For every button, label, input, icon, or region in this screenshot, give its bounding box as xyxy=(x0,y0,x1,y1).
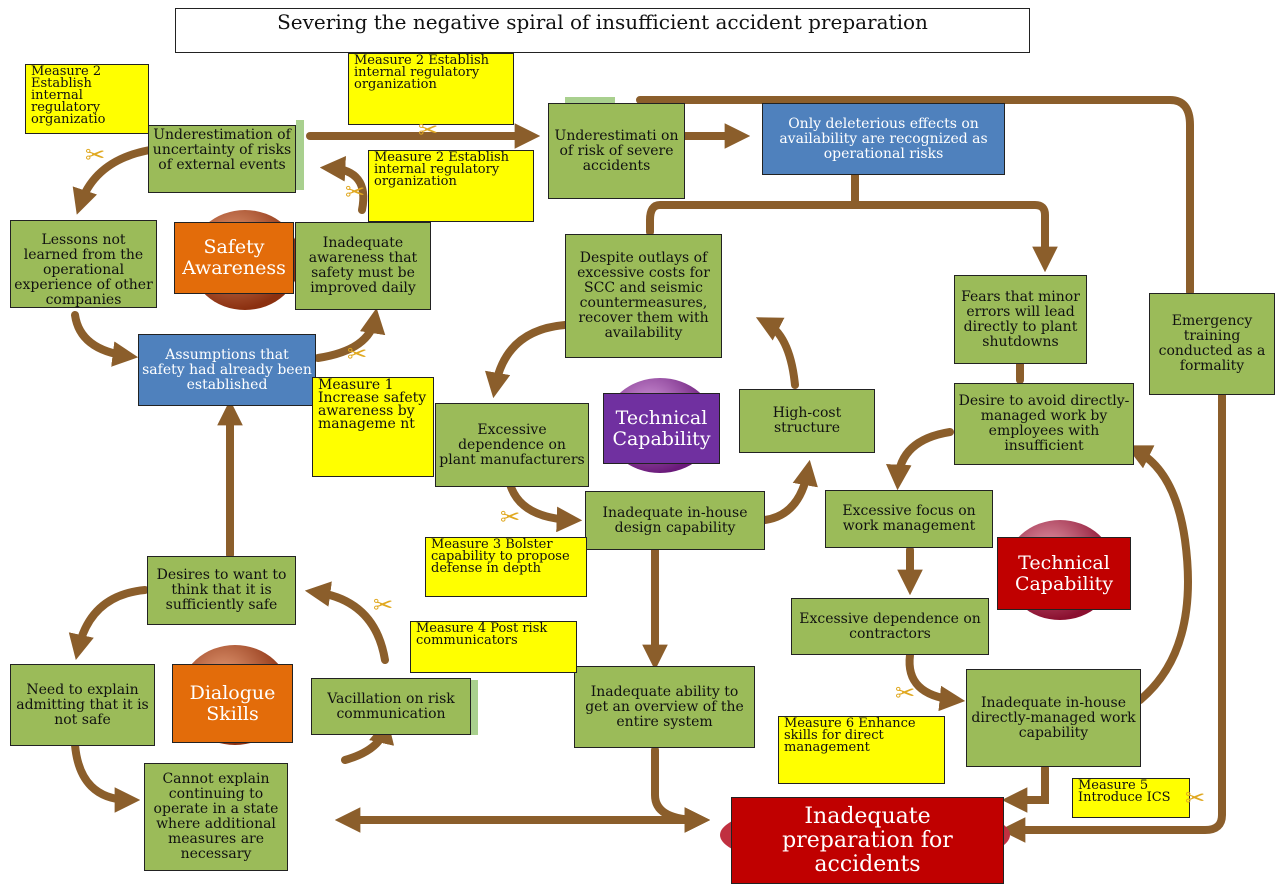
technical-capability-label: Technical Capability xyxy=(997,537,1131,610)
node-assumptions-safety: Assumptions that safety had already been… xyxy=(138,334,316,406)
node-underestimation-severe: Underestimati on of risk of severe accid… xyxy=(548,103,685,199)
node-overview: Inadequate ability to get an overview of… xyxy=(574,666,755,748)
node-desire-avoid: Desire to avoid directly-managed work by… xyxy=(954,383,1134,465)
measure-2-label: Measure 2 Establish internal regulatory … xyxy=(368,150,534,222)
node-need-explain: Need to explain admitting that it is not… xyxy=(10,664,155,746)
scissors-icon: ✂ xyxy=(345,178,366,206)
measure-2-label: Measure 2 Establish internal regulatory … xyxy=(25,64,149,134)
scissors-icon: ✂ xyxy=(1185,784,1206,812)
safety-awareness-label: Safety Awareness xyxy=(174,222,294,294)
page-title: Severing the negative spiral of insuffic… xyxy=(175,8,1030,53)
node-desires-safe: Desires to want to think that it is suff… xyxy=(147,556,296,625)
box-shadow xyxy=(296,120,304,190)
measure-3-label: Measure 3 Bolster capability to propose … xyxy=(425,537,587,597)
node-inhouse-direct: Inadequate in-house directly-managed wor… xyxy=(966,669,1141,767)
node-inhouse-design: Inadequate in-house design capability xyxy=(585,491,765,550)
scissors-icon: ✂ xyxy=(418,116,439,144)
node-emergency-training: Emergency training conducted as a formal… xyxy=(1149,293,1275,395)
node-inadequate-awareness: Inadequate awareness that safety must be… xyxy=(295,222,431,310)
measure-1-label: Measure 1 Increase safety awareness by m… xyxy=(312,377,434,477)
box-shadow xyxy=(470,680,478,735)
node-inadequate-preparation: Inadequate preparation for accidents xyxy=(731,797,1004,884)
scissors-icon: ✂ xyxy=(347,340,368,368)
node-high-cost-structure: High-cost structure xyxy=(739,389,875,453)
measure-4-label: Measure 4 Post risk communicators xyxy=(410,621,577,673)
measure-2-label: Measure 2 Establish internal regulatory … xyxy=(348,53,514,125)
measure-5-label: Measure 5 Introduce ICS xyxy=(1072,778,1190,818)
node-vacillation: Vacillation on risk communication xyxy=(311,678,471,735)
measure-6-label: Measure 6 Enhance skills for direct mana… xyxy=(778,716,945,784)
node-deleterious-effects: Only deleterious effects on availability… xyxy=(762,103,1005,175)
node-excessive-dependence-contractors: Excessive dependence on contractors xyxy=(791,598,989,655)
node-excessive-costs: Despite outlays of excessive costs for S… xyxy=(565,234,722,358)
dialogue-skills-label: Dialogue Skills xyxy=(172,664,293,743)
scissors-icon: ✂ xyxy=(373,591,394,619)
technical-capability-label: Technical Capability xyxy=(603,393,720,464)
scissors-icon: ✂ xyxy=(85,141,106,169)
scissors-icon: ✂ xyxy=(500,503,521,531)
box-shadow xyxy=(565,97,615,103)
node-excessive-dependence-manufacturers: Excessive dependence on plant manufactur… xyxy=(435,403,589,487)
node-lessons-not-learned: Lessons not learned from the operational… xyxy=(10,220,157,308)
node-underestimation-uncertainty: Underestimation of uncertainty of risks … xyxy=(148,125,296,193)
node-excessive-focus: Excessive focus on work management xyxy=(825,490,993,548)
node-fears-minor-errors: Fears that minor errors will lead direct… xyxy=(954,275,1087,364)
scissors-icon: ✂ xyxy=(895,679,916,707)
node-cannot-explain: Cannot explain continuing to operate in … xyxy=(144,763,288,871)
